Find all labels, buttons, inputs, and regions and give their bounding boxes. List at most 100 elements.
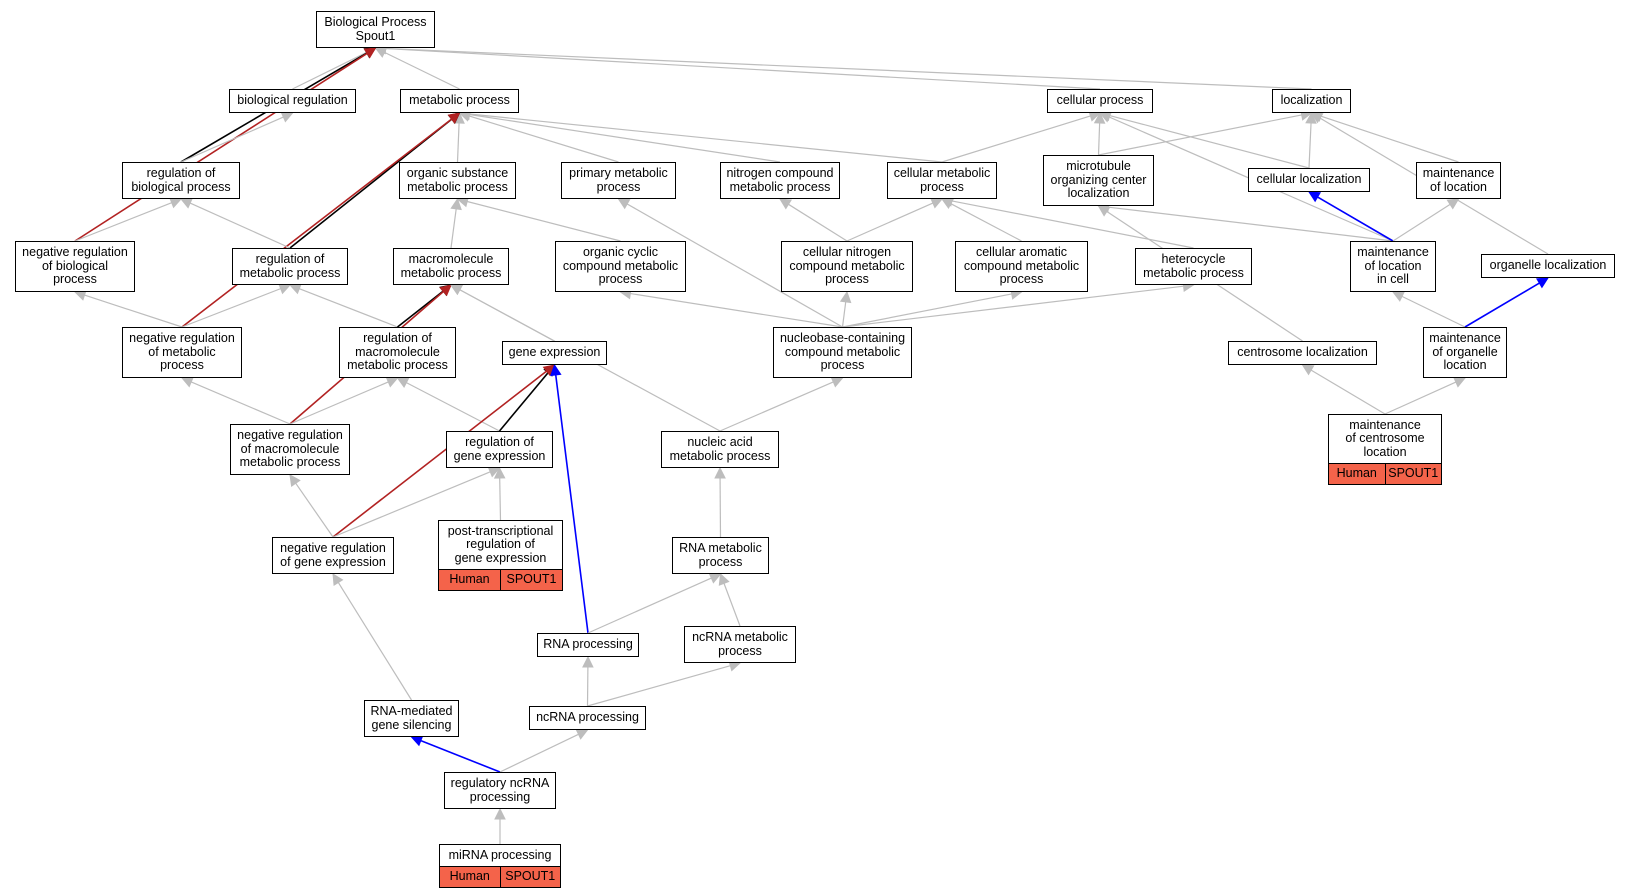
- node-cellular-nitrogen-compound-metabolic-process[interactable]: cellular nitrogen compound metabolic pro…: [781, 241, 913, 292]
- edge-cl-loc: [1308, 122, 1312, 169]
- node-maintenance-of-location[interactable]: maintenance of location: [1416, 162, 1501, 199]
- node-rna-metabolic-process[interactable]: RNA metabolic process: [672, 537, 769, 574]
- edge-rmgs-nrge: [337, 582, 413, 701]
- edge-osmp-mp: [456, 122, 460, 163]
- edge-hmp-cmp: [951, 200, 1194, 249]
- node-label: nitrogen compound metabolic process: [726, 166, 834, 194]
- node-regulation-of-gene-expression[interactable]: regulation of gene expression: [446, 431, 553, 468]
- node-label: negative regulation of gene expression: [280, 541, 386, 569]
- node-regulatory-ncrna-processing[interactable]: regulatory ncRNA processing: [444, 772, 556, 809]
- edge-cncmp-ncmp: [788, 203, 848, 242]
- node-microtubule-organizing-center-localization[interactable]: microtubule organizing center localizati…: [1043, 155, 1154, 206]
- node-cellular-metabolic-process[interactable]: cellular metabolic process: [887, 162, 997, 199]
- edge-mp-bp: [384, 51, 460, 90]
- node-negative-regulation-of-biological-process[interactable]: negative regulation of biological proces…: [15, 241, 135, 292]
- node-nucleobase-containing-compound-metabolic-process[interactable]: nucleobase-containing compound metabolic…: [773, 327, 912, 378]
- edge-ptrge-rge: [499, 477, 502, 521]
- node-negative-regulation-of-macromolecule-metabolic-process[interactable]: negative regulation of macromolecule met…: [230, 424, 350, 475]
- node-cellular-localization[interactable]: cellular localization: [1248, 168, 1370, 192]
- arrowhead-nrmmp-mmp: [439, 284, 452, 297]
- edge-rge-rmmp: [406, 382, 500, 432]
- edge-occmp-osmp: [467, 200, 621, 242]
- node-ncrna-metabolic-process[interactable]: ncRNA metabolic process: [684, 626, 796, 663]
- edge-mocl-loc: [1098, 114, 1302, 156]
- node-label: organic cyclic compound metabolic proces…: [562, 245, 679, 287]
- edge-rmmp-rmp: [299, 288, 398, 328]
- node-biological-process[interactable]: Biological Process Spout1: [316, 11, 435, 48]
- node-metabolic-process[interactable]: metabolic process: [400, 89, 519, 113]
- edge-nrmp-nrbp: [84, 294, 183, 328]
- arrowhead-ptrge-rge: [493, 466, 506, 479]
- edge-rncp-ncp: [499, 733, 579, 773]
- node-label: organelle localization: [1489, 258, 1607, 273]
- edge-nrbp-bp: [74, 52, 368, 242]
- arrowhead-mocen-mool: [1453, 377, 1467, 388]
- edge-mool-ol: [1464, 282, 1540, 328]
- annotation-badge: Human SPOUT1: [439, 569, 562, 590]
- edge-ncmp-mp: [469, 113, 781, 163]
- edge-nrge-nrmmp: [295, 482, 334, 538]
- edge-rbp-br: [180, 116, 284, 163]
- node-primary-metabolic-process[interactable]: primary metabolic process: [561, 162, 676, 199]
- node-negative-regulation-of-metabolic-process[interactable]: negative regulation of metabolic process: [122, 327, 242, 378]
- node-regulation-of-macromolecule-metabolic-process[interactable]: regulation of macromolecule metabolic pr…: [339, 327, 456, 378]
- node-cellular-aromatic-compound-metabolic-process[interactable]: cellular aromatic compound metabolic pro…: [955, 241, 1088, 292]
- node-centrosome-localization[interactable]: centrosome localization: [1228, 341, 1377, 365]
- node-organic-substance-metabolic-process[interactable]: organic substance metabolic process: [399, 162, 516, 199]
- edge-br-bp: [292, 51, 367, 90]
- node-label: negative regulation of biological proces…: [22, 245, 128, 287]
- node-ncrna-processing[interactable]: ncRNA processing: [529, 706, 646, 730]
- node-heterocycle-metabolic-process[interactable]: heterocycle metabolic process: [1135, 248, 1252, 285]
- edge-cp-bp: [385, 47, 1101, 90]
- node-negative-regulation-of-gene-expression[interactable]: negative regulation of gene expression: [272, 537, 394, 574]
- node-organelle-localization[interactable]: organelle localization: [1481, 254, 1615, 278]
- node-regulation-of-biological-process[interactable]: regulation of biological process: [122, 162, 240, 199]
- edge-cacmp-cmp: [950, 203, 1022, 242]
- node-maintenance-of-organelle-location[interactable]: maintenance of organelle location: [1423, 327, 1507, 378]
- edge-nbcmp-pmp: [626, 203, 843, 328]
- node-nucleic-acid-metabolic-process[interactable]: nucleic acid metabolic process: [661, 431, 779, 468]
- edge-rnap-rnamp: [587, 577, 712, 634]
- node-maintenance-of-location-in-cell[interactable]: maintenance of location in cell: [1350, 241, 1436, 292]
- node-label: gene expression: [508, 345, 601, 360]
- arrowhead-nrmmp-rmmp: [385, 376, 399, 388]
- node-nitrogen-compound-metabolic-process[interactable]: nitrogen compound metabolic process: [720, 162, 840, 199]
- arrowhead-namp-nbcmp: [830, 376, 844, 388]
- arrowhead-mool-mlc: [1391, 291, 1405, 302]
- node-label: cellular process: [1056, 93, 1144, 108]
- edge-nbcmp-cacmp: [842, 293, 1012, 328]
- node-label: maintenance of organelle location: [1429, 331, 1501, 373]
- node-post-transcriptional-regulation-of-gene-expression[interactable]: post-transcriptional regulation of gene …: [438, 520, 563, 591]
- edge-mocl-cp: [1097, 122, 1101, 156]
- node-regulation-of-metabolic-process[interactable]: regulation of metabolic process: [232, 248, 348, 285]
- edge-cncmp-cmp: [846, 202, 934, 242]
- arrowhead-rmmp-rmp: [288, 283, 302, 295]
- node-gene-expression[interactable]: gene expression: [502, 341, 607, 365]
- species-tag: Human: [449, 572, 490, 587]
- node-label: regulation of macromolecule metabolic pr…: [347, 331, 448, 373]
- gene-tag: SPOUT1: [500, 570, 562, 590]
- arrowhead-rbp-br: [280, 111, 294, 123]
- node-label: nucleobase-containing compound metabolic…: [779, 331, 906, 373]
- arrowhead-rncp-rmgs: [410, 735, 424, 747]
- edge-nrmmp-rmmp: [289, 381, 389, 425]
- edge-mocen-mool: [1384, 381, 1457, 415]
- node-rna-mediated-gene-silencing[interactable]: RNA-mediated gene silencing: [364, 700, 459, 737]
- edge-nbcmp-occmp: [630, 292, 843, 328]
- node-organic-cyclic-compound-metabolic-process[interactable]: organic cyclic compound metabolic proces…: [555, 241, 686, 292]
- arrowhead-mlc-mol: [1446, 198, 1460, 210]
- node-localization[interactable]: localization: [1272, 89, 1351, 113]
- arrowhead-rge-rmmp: [396, 377, 410, 388]
- node-biological-regulation[interactable]: biological regulation: [229, 89, 356, 113]
- node-label: regulatory ncRNA processing: [450, 776, 550, 804]
- node-macromolecule-metabolic-process[interactable]: macromolecule metabolic process: [393, 248, 509, 285]
- arrowhead-nbcmp-pmp: [617, 198, 631, 210]
- arrowhead-nrmmp-nrmp: [180, 376, 194, 388]
- node-rna-processing[interactable]: RNA processing: [537, 633, 639, 657]
- node-label: regulation of biological process: [131, 166, 231, 194]
- node-cellular-process[interactable]: cellular process: [1047, 89, 1153, 113]
- node-label: negative regulation of metabolic process: [129, 331, 235, 373]
